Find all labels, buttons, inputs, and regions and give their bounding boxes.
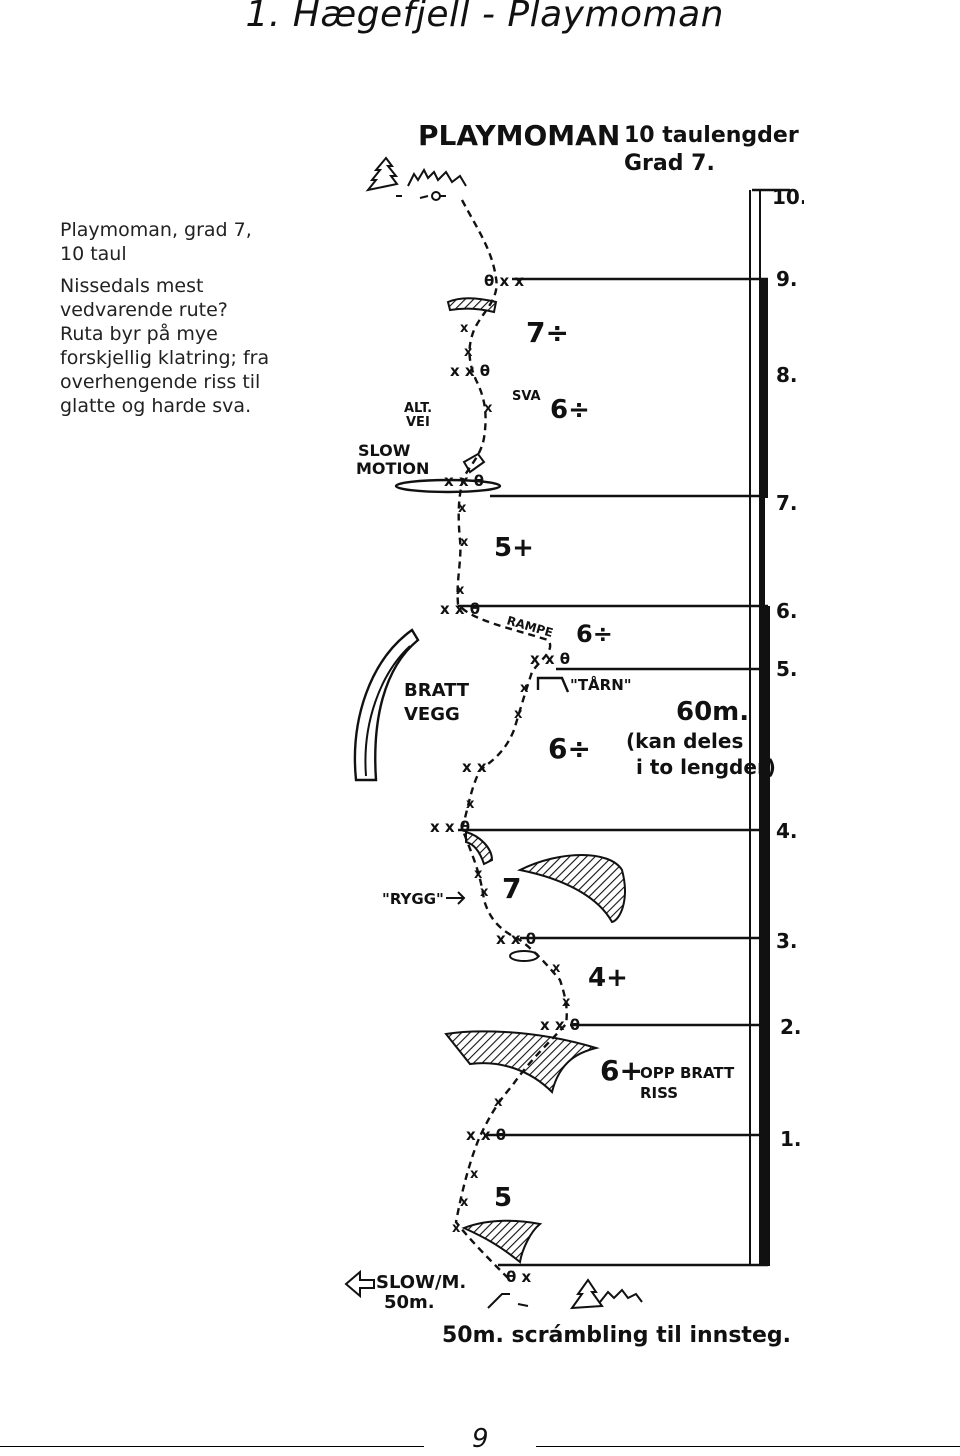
topo-pitches-note: 10 taulengder: [624, 123, 799, 148]
grade-pitch-3: 4+: [588, 963, 628, 993]
svg-text:x x θ: x x θ: [466, 1126, 506, 1144]
label-rygg: "RYGG": [382, 890, 444, 908]
pitch-label-3: 3.: [776, 929, 798, 953]
pitch-label-9: 9.: [776, 267, 798, 291]
belay-stations: θ x x x x θ x x θ x x θ x x θ x x x x θ …: [430, 272, 580, 1286]
label-scrambling: 50m. scrámbling til innsteg.: [442, 1323, 791, 1348]
svg-text:x: x: [562, 995, 571, 1010]
pitch-label-5: 5.: [776, 657, 798, 681]
page-number: 9: [472, 1424, 489, 1454]
grade-pitch-1: 5: [494, 1183, 512, 1213]
route-line: [454, 199, 568, 1279]
pitch-label-2: 2.: [780, 1015, 802, 1039]
svg-text:x: x: [460, 535, 469, 550]
svg-text:x: x: [480, 885, 489, 900]
pitch-label-7: 7.: [776, 491, 798, 515]
label-slow-m: SLOW/M.50m.: [376, 1272, 466, 1313]
svg-text:x: x: [466, 797, 475, 812]
svg-text:x: x: [552, 961, 561, 976]
grade-pitch-6: 6÷: [576, 620, 613, 648]
grade-pitch-8: 6÷: [550, 395, 590, 425]
intro-text: Playmoman, grad 7, 10 taul Nissedals mes…: [60, 218, 340, 426]
svg-text:x: x: [458, 501, 467, 516]
svg-text:x: x: [464, 345, 473, 360]
rock-features: [353, 297, 626, 1264]
label-tarn: "TÅRN": [570, 675, 632, 694]
svg-text:x x: x x: [462, 758, 487, 776]
pitch-label-1: 1.: [780, 1127, 802, 1151]
label-rampe: RAMPE: [505, 613, 554, 640]
svg-text:x x θ: x x θ: [450, 362, 490, 380]
svg-text:x: x: [452, 1221, 461, 1236]
grade-pitch-5: 6÷: [548, 732, 591, 765]
svg-text:θ x: θ x: [506, 1268, 532, 1286]
footer-rule-left: [0, 1446, 424, 1447]
svg-text:x x θ: x x θ: [440, 600, 480, 618]
grade-pitch-9: 7÷: [526, 316, 569, 349]
label-length: 60m.: [676, 697, 749, 727]
topo-grade-note: Grad 7.: [624, 151, 715, 176]
grade-pitch-7: 5+: [494, 533, 534, 563]
route-topo-drawing: PLAYMOMAN 10 taulengder Grad 7. 10. 9. 8…: [344, 119, 804, 1348]
pitch-scale: 10. 9. 8. 7. 6. 5. 4. 3. 2. 1.: [458, 185, 804, 1267]
grade-pitch-4: 7: [502, 872, 521, 905]
svg-text:x x θ: x x θ: [540, 1016, 580, 1034]
svg-text:x: x: [456, 583, 465, 598]
intro-description: Nissedals mest vedvarende rute? Ruta byr…: [60, 275, 270, 417]
topo-title: PLAYMOMAN: [418, 119, 620, 152]
pitch-label-4: 4.: [776, 819, 798, 843]
footer-rule-right: [536, 1446, 960, 1447]
grade-pitch-2: 6+: [600, 1054, 643, 1087]
svg-text:x x θ: x x θ: [430, 818, 470, 836]
svg-text:x: x: [470, 1167, 479, 1182]
svg-text:x: x: [494, 1095, 503, 1110]
svg-text:x: x: [474, 867, 483, 882]
pitch-label-6: 6.: [776, 599, 798, 623]
svg-text:x: x: [460, 1195, 469, 1210]
svg-text:x: x: [520, 681, 529, 696]
svg-text:x: x: [514, 707, 523, 722]
pitch-label-10: 10.: [772, 185, 804, 209]
pitch-label-8: 8.: [776, 363, 798, 387]
page-title: 1. Hægefjell - Playmoman: [245, 0, 724, 35]
svg-text:x x θ: x x θ: [496, 930, 536, 948]
label-sva: SVA: [512, 389, 541, 404]
intro-summary: Playmoman, grad 7, 10 taul: [60, 219, 252, 265]
base-trees: [487, 1278, 643, 1310]
summit-trees: [365, 156, 467, 201]
label-alt-vei: ALT.VEI: [404, 401, 432, 430]
svg-text:x x θ: x x θ: [530, 650, 570, 668]
svg-text:θ x x: θ x x: [484, 272, 524, 290]
svg-text:x: x: [460, 321, 469, 336]
svg-text:x: x: [484, 401, 493, 416]
route-crosses: xxx xxx xxx xxx xxx xx: [452, 321, 571, 1236]
